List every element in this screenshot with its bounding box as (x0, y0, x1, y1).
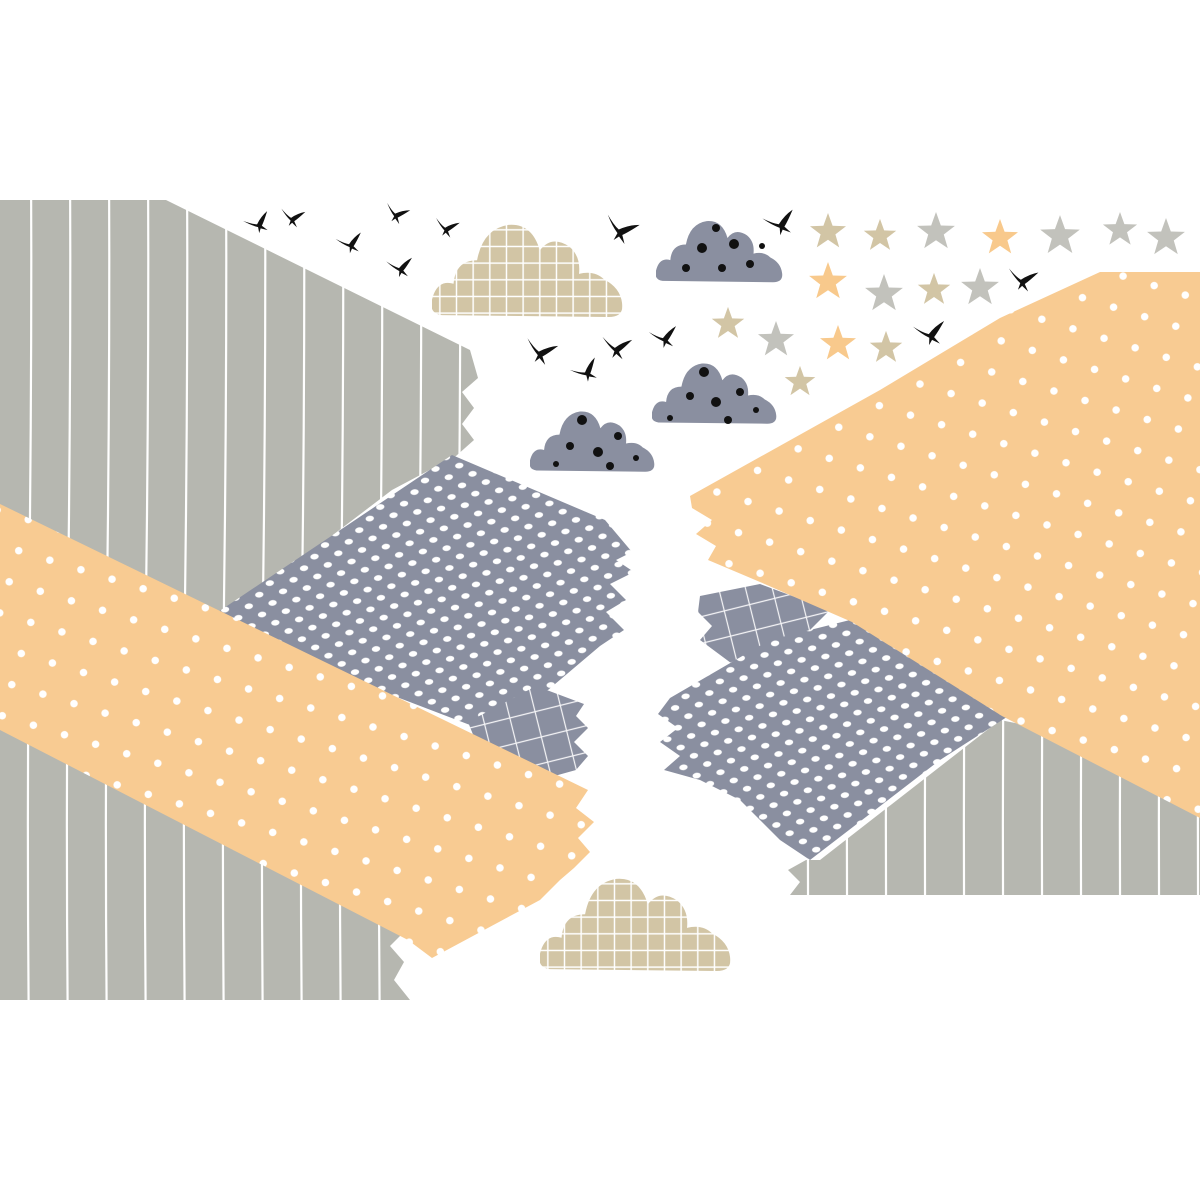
swallow-bird-icon (386, 257, 414, 279)
star-icon (711, 306, 745, 338)
orange-dotted-panel-left (0, 504, 594, 958)
star-icon (869, 330, 903, 362)
star-icon (1147, 218, 1185, 255)
tan-grid-cloud-top (432, 224, 623, 318)
swallow-bird-icon (762, 209, 798, 239)
slate-dotted-cloud-top (656, 221, 783, 283)
swallow-bird-icon (381, 202, 411, 226)
star-icon (917, 212, 955, 249)
slate-plaid-panel-right (698, 584, 830, 666)
star-icon (784, 365, 816, 396)
star-icon (982, 219, 1018, 254)
star-icon (863, 218, 897, 250)
tan-grid-cloud-bottom (540, 878, 731, 972)
swallow-bird-icon (335, 232, 365, 256)
grey-striped-panel-left-top (0, 200, 478, 612)
mountain-panels (0, 200, 1200, 1000)
swallow-bird-icon (1005, 267, 1039, 293)
slate-dotted-cloud-middle (652, 363, 777, 424)
swallow-bird-icon (648, 326, 680, 350)
star-icon (1102, 211, 1138, 245)
star-icon (809, 262, 847, 299)
star-icon (758, 321, 794, 356)
clouds (432, 221, 783, 972)
grey-striped-panel-left-bottom (0, 720, 410, 1000)
swallow-bird-icon (278, 207, 306, 229)
swallow-bird-icon (432, 216, 460, 240)
swallow-bird-icon (242, 211, 274, 237)
star-icon (820, 325, 856, 360)
slate-dotted-panel-right (658, 620, 1010, 860)
swallow-bird-icon (521, 337, 559, 367)
star-icon (1040, 215, 1080, 253)
star-icon (961, 268, 999, 305)
star-icon (917, 272, 951, 304)
swallow-bird-icon (912, 320, 948, 348)
orange-dotted-panel-right (690, 272, 1200, 818)
swallow-bird-icon (600, 213, 640, 247)
star-icon (810, 213, 846, 248)
swallow-bird-icon (599, 335, 633, 361)
slate-dotted-panel-left (218, 455, 634, 725)
slate-dotted-cloud-lower (530, 411, 655, 472)
star-icon (865, 274, 903, 311)
swallow-bird-icon (569, 357, 603, 387)
